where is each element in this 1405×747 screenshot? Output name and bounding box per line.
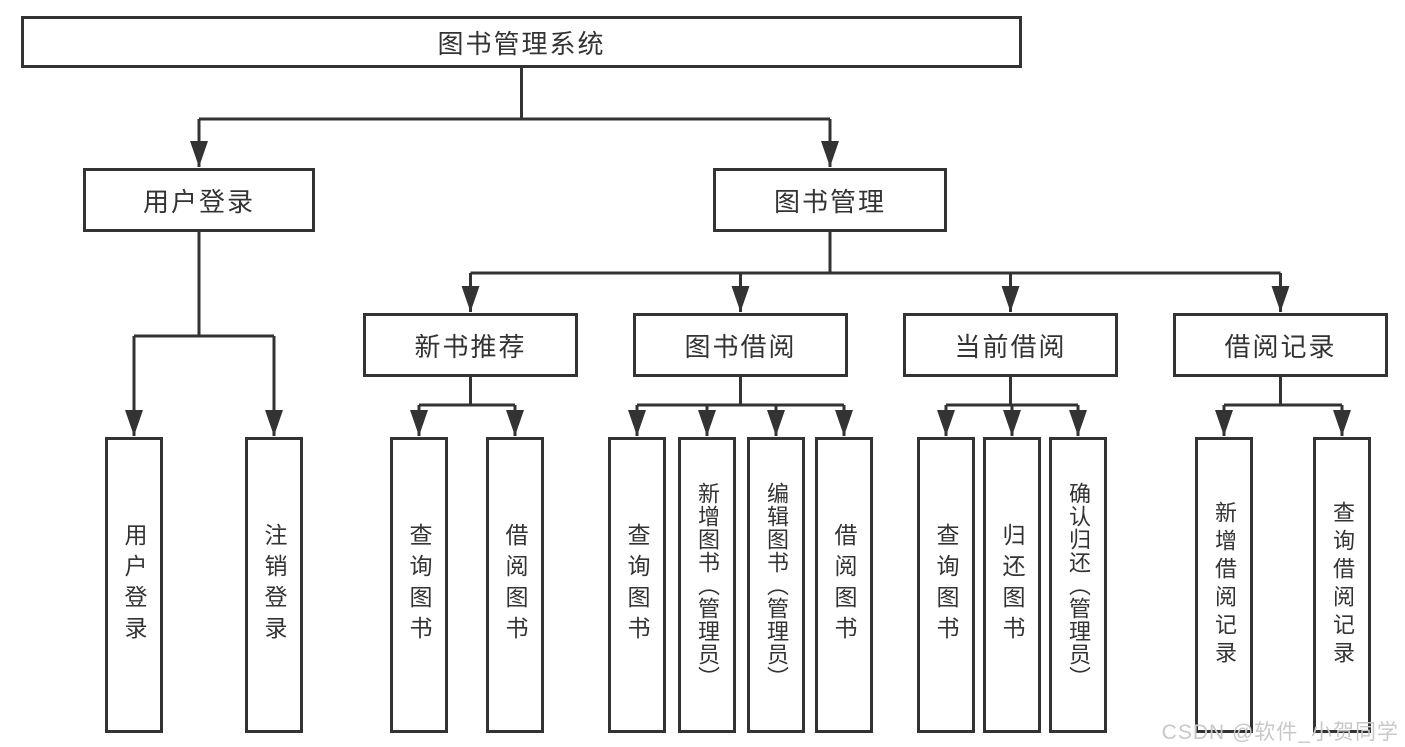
node-borrow-records: 借阅记录 [1173,313,1388,377]
node-new-book-recommend: 新书推荐 [363,313,578,377]
node-book-management: 图书管理 [713,168,947,232]
node-user-login-leaf: 用户登录 [105,437,163,733]
node-query-books-recommend: 查询图书 [390,437,448,733]
node-library-management-system: 图书管理系统 [21,16,1022,68]
node-edit-books-admin: 编辑图书（管理员） [747,437,805,733]
node-query-borrow-record: 查询借阅记录 [1313,437,1371,733]
csdn-watermark: CSDN @软件_小贺同学 [1161,721,1399,744]
node-add-books-admin: 新增图书（管理员） [678,437,736,733]
node-book-borrow: 图书借阅 [633,313,848,377]
node-return-books: 归还图书 [983,437,1041,733]
node-query-books-current: 查询图书 [917,437,975,733]
node-confirm-return-admin: 确认归还（管理员） [1049,437,1107,733]
node-borrow-books-recommend: 借阅图书 [486,437,544,733]
node-borrow-books-leaf: 借阅图书 [815,437,873,733]
node-current-borrow: 当前借阅 [903,313,1118,377]
node-query-books-borrow: 查询图书 [608,437,666,733]
node-logout-leaf: 注销登录 [245,437,303,733]
node-user-login: 用户登录 [83,168,315,232]
node-add-borrow-record: 新增借阅记录 [1195,437,1253,733]
